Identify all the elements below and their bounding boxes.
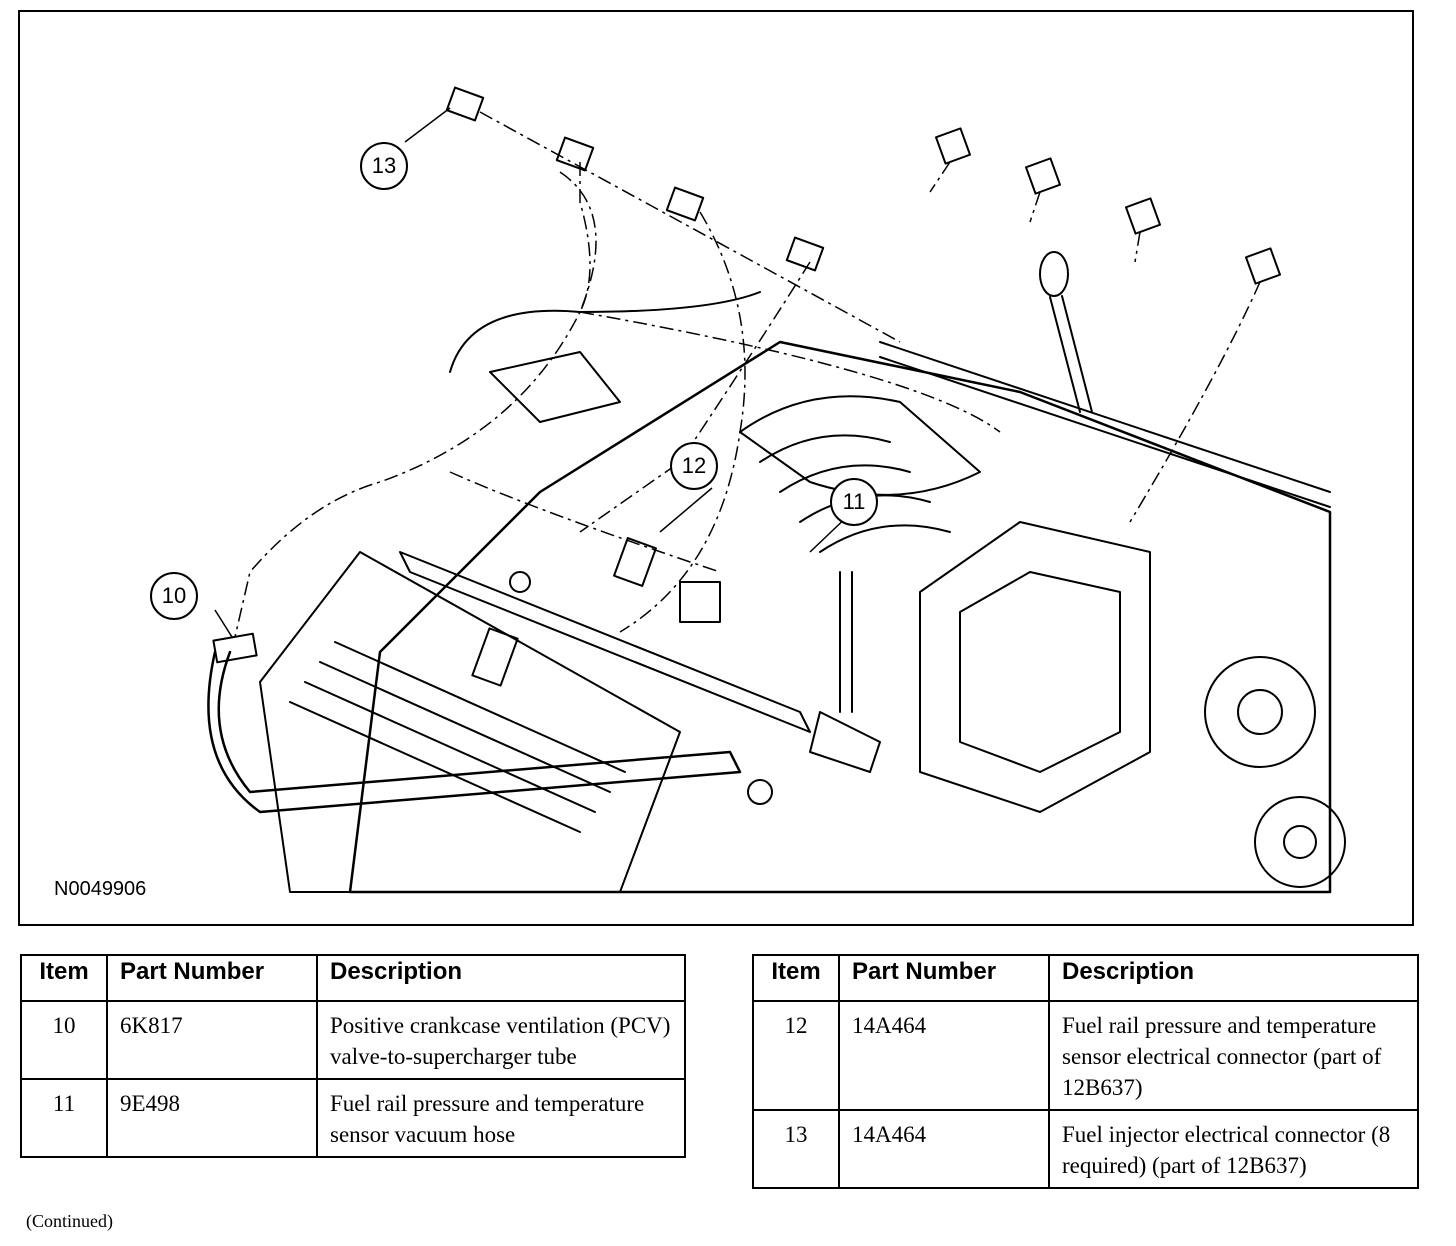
cell-part-number: 9E498 bbox=[106, 1078, 318, 1158]
header-part-number: Part Number bbox=[106, 954, 318, 1002]
cell-item: 10 bbox=[20, 1000, 108, 1080]
table-row: 12 14A464 Fuel rail pressure and tempera… bbox=[752, 1000, 1419, 1111]
callout-10: 10 bbox=[150, 572, 198, 620]
callout-13: 13 bbox=[360, 142, 408, 190]
cell-item: 11 bbox=[20, 1078, 108, 1158]
header-part-number: Part Number bbox=[838, 954, 1050, 1002]
callout-11: 11 bbox=[830, 478, 878, 526]
cell-part-number: 14A464 bbox=[838, 1000, 1050, 1111]
header-item: Item bbox=[20, 954, 108, 1002]
table-row: 11 9E498 Fuel rail pressure and temperat… bbox=[20, 1078, 686, 1158]
header-description: Description bbox=[316, 954, 686, 1002]
parts-table-right: Item Part Number Description 12 14A464 F… bbox=[752, 954, 1419, 1189]
cell-description: Fuel injector electrical connector (8 re… bbox=[1048, 1109, 1419, 1189]
parts-table-left: Item Part Number Description 10 6K817 Po… bbox=[20, 954, 686, 1158]
table-header-row: Item Part Number Description bbox=[752, 954, 1419, 1002]
figure-id: N0049906 bbox=[54, 878, 147, 900]
engine-illustration: 10 11 12 13 N0049906 bbox=[18, 10, 1414, 926]
cell-description: Positive crankcase ventilation (PCV) val… bbox=[316, 1000, 686, 1080]
callout-12: 12 bbox=[670, 442, 718, 490]
cell-part-number: 14A464 bbox=[838, 1109, 1050, 1189]
cell-description: Fuel rail pressure and temperature senso… bbox=[316, 1078, 686, 1158]
table-row: 13 14A464 Fuel injector electrical conne… bbox=[752, 1109, 1419, 1189]
continued-note: (Continued) bbox=[26, 1211, 113, 1231]
engine-line-drawing bbox=[207, 86, 1346, 894]
cell-part-number: 6K817 bbox=[106, 1000, 318, 1080]
cell-item: 13 bbox=[752, 1109, 840, 1189]
table-header-row: Item Part Number Description bbox=[20, 954, 686, 1002]
cell-item: 12 bbox=[752, 1000, 840, 1111]
header-description: Description bbox=[1048, 954, 1419, 1002]
table-row: 10 6K817 Positive crankcase ventilation … bbox=[20, 1000, 686, 1080]
cell-description: Fuel rail pressure and temperature senso… bbox=[1048, 1000, 1419, 1111]
header-item: Item bbox=[752, 954, 840, 1002]
